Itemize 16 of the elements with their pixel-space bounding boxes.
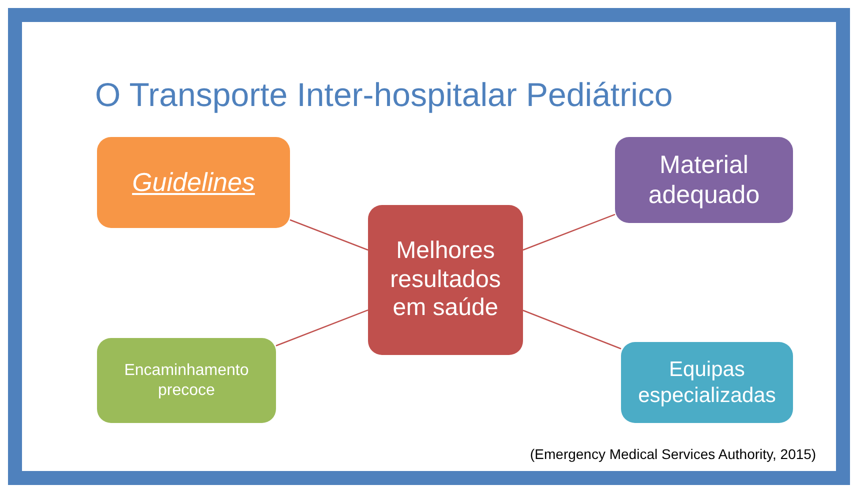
rounded-box	[621, 342, 793, 423]
connector-line	[276, 309, 368, 346]
connector-line	[522, 310, 622, 350]
node-text: Guidelines	[132, 166, 255, 198]
source-note: (Emergency Medical Services Authority, 2015)	[530, 446, 816, 462]
rounded-box	[97, 338, 276, 423]
rounded-box	[97, 137, 290, 228]
node-text: Encaminhamento precoce	[123, 361, 250, 400]
connector-line	[522, 214, 616, 251]
slide-title: O Transporte Inter-hospitalar Pediátrico	[95, 76, 673, 114]
node-text: Equipas especializadas	[637, 357, 777, 408]
node-text: Material adequado	[647, 150, 761, 210]
rounded-box	[368, 205, 523, 355]
node-text: Melhores resultados em saúde	[389, 236, 502, 324]
rounded-box	[615, 137, 793, 223]
connector-line	[290, 219, 368, 251]
